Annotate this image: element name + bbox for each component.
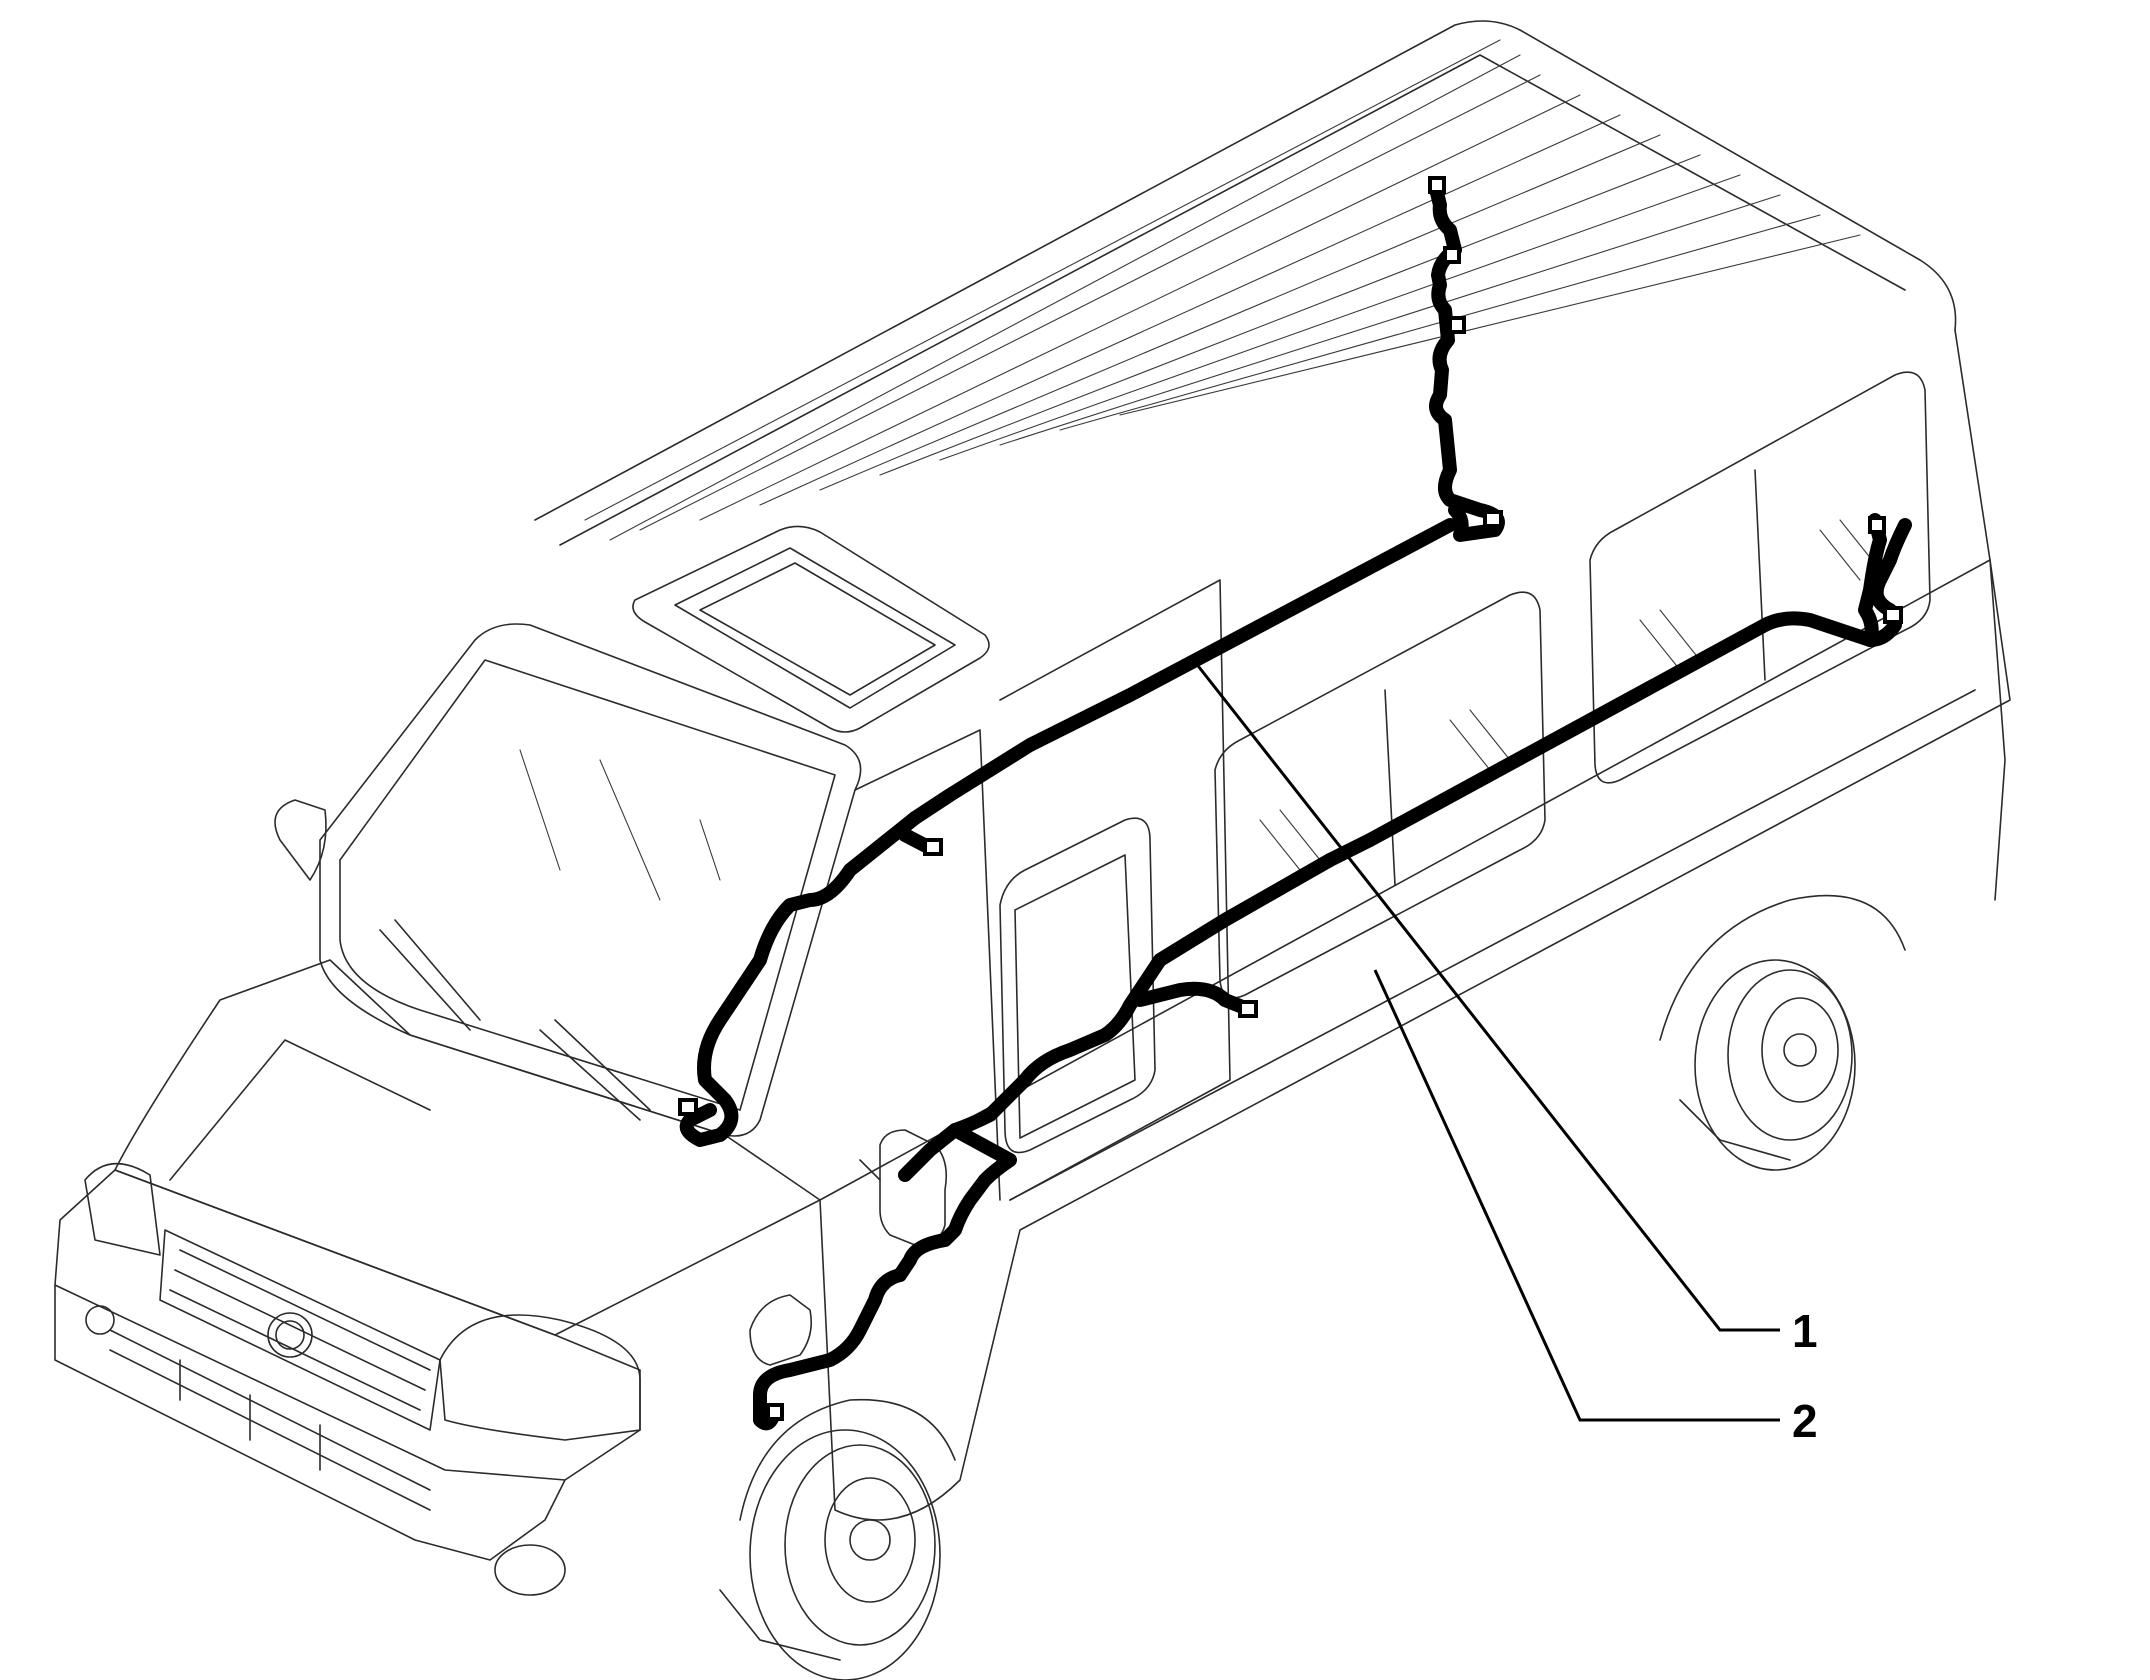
van-body — [54, 20, 2011, 1680]
rear-wheel — [1659, 894, 1906, 1171]
roof-vent — [632, 525, 990, 733]
callout-2: 2 — [1373, 969, 1818, 1447]
roof-wiring-harness — [678, 176, 1505, 1147]
callout-label-1: 1 — [1792, 1305, 1818, 1357]
sill-wiring-harness — [753, 513, 1912, 1431]
callout-1: 1 — [1193, 661, 1818, 1357]
callout-label-2: 2 — [1792, 1395, 1818, 1447]
front-wheel — [719, 1398, 956, 1680]
